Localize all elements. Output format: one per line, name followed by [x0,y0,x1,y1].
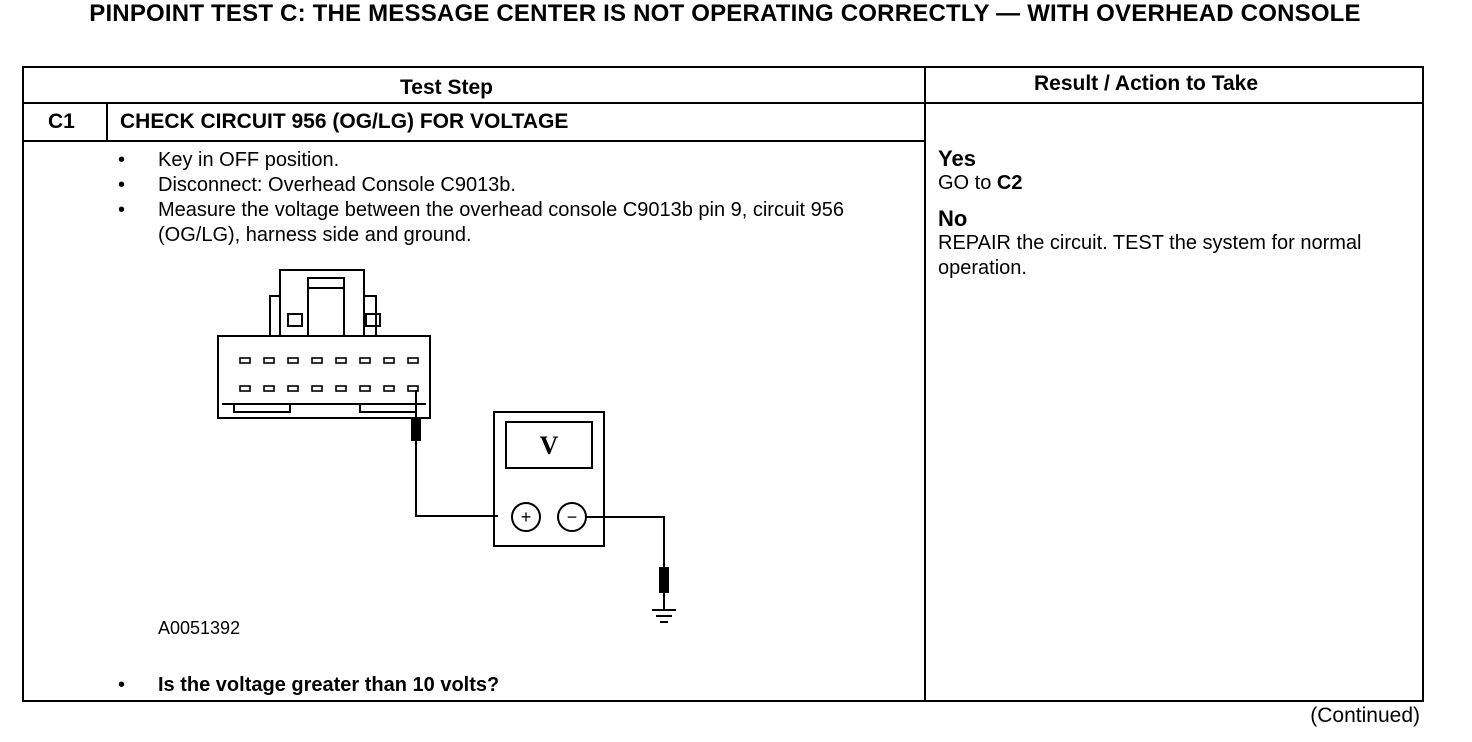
header-result-action: Result / Action to Take [1034,72,1259,95]
no-label: No [938,206,968,231]
instruction-item: Key in OFF position. [114,148,914,173]
instruction-item: Measure the voltage between the overhead… [114,198,914,248]
no-action: REPAIR the circuit. TEST the system for … [938,232,1362,279]
step-question: Is the voltage greater than 10 volts? [114,674,499,697]
header-divider [24,102,1422,104]
page-title: PINPOINT TEST C: THE MESSAGE CENTER IS N… [89,0,1361,27]
positive-probe [411,390,498,517]
plus-symbol: + [521,507,532,527]
result-yes: Yes GO to C2 [938,146,1408,196]
connector-c9013b [217,335,431,419]
meter-symbol: V [540,431,559,460]
yes-action-target: C2 [996,172,1023,194]
continued-label: (Continued) [1310,704,1420,727]
voltmeter [493,411,605,547]
figure-code: A0051392 [158,618,241,638]
minus-symbol: − [567,507,578,527]
yes-label: Yes [938,146,976,171]
connector-latch [269,269,381,337]
yes-action: GO to C2 [938,172,1023,194]
result-no: No REPAIR the circuit. TEST the system f… [938,206,1408,281]
ground-lead [586,516,676,623]
step-id-divider [106,102,108,140]
header-test-step: Test Step [400,76,493,99]
step-instructions: Key in OFF position. Disconnect: Overhea… [114,148,914,248]
instruction-item: Disconnect: Overhead Console C9013b. [114,173,914,198]
pinpoint-test-table: Test Step Result / Action to Take C1 CHE… [22,66,1424,702]
step-title: CHECK CIRCUIT 956 (OG/LG) FOR VOLTAGE [120,110,569,133]
column-divider [924,68,926,700]
step-row-divider [24,140,924,142]
voltmeter-diagram: V + − [217,269,676,623]
step-id: C1 [48,110,75,133]
